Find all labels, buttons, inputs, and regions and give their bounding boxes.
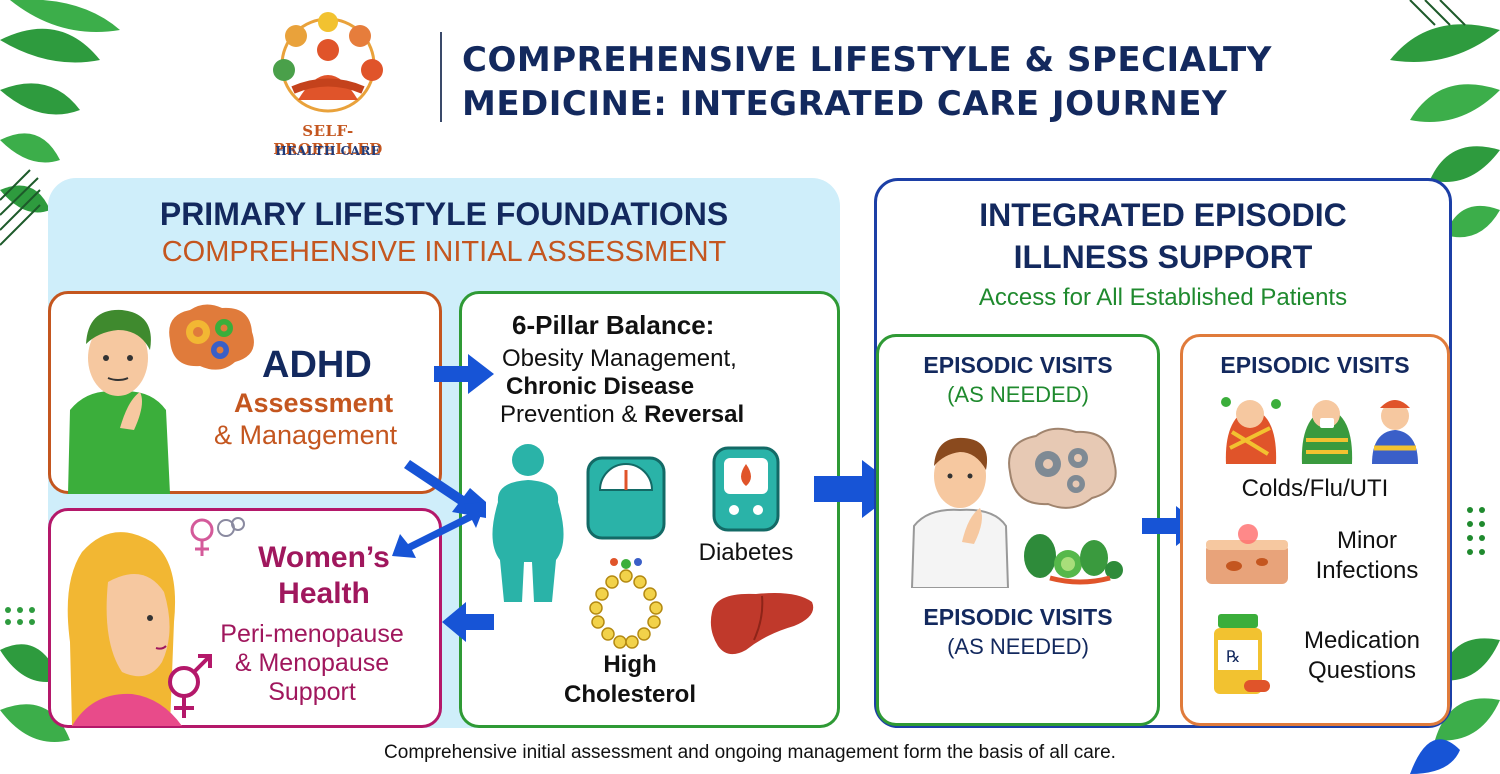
page-title-line2: MEDICINE: INTEGRATED CARE JOURNEY (462, 84, 1228, 124)
sick-person-icon (1221, 397, 1281, 464)
pill-bottle-icon: ℞ (1214, 614, 1270, 694)
arrow-pillars-to-womens (442, 602, 494, 642)
six-pillar-line3: Prevention & Reversal (500, 400, 744, 430)
male-female-symbol-icon (168, 654, 212, 718)
high-cholesterol-label: High Cholesterol (548, 650, 712, 710)
womens-health-title: Women’s Health (224, 540, 424, 612)
logo-icon (273, 12, 383, 113)
brain-icon (1008, 427, 1117, 509)
womens-health-line1: Peri-menopause (220, 620, 404, 648)
arrow-adhd-to-pillars (434, 354, 494, 394)
liver-icon (710, 593, 814, 655)
episodic-visits-title-2: EPISODIC VISITS (923, 604, 1113, 630)
body-silhouette-icon (492, 444, 564, 602)
diabetes-label: Diabetes (698, 539, 794, 566)
six-pillar-title: 6-Pillar Balance: (512, 310, 715, 340)
six-pillar-line1: Obesity Management, (502, 345, 737, 372)
sneezing-person-icon (1301, 400, 1353, 464)
episodic-support-heading-line1: INTEGRATED EPISODIC (979, 197, 1347, 233)
dots-decoration-right (1467, 507, 1485, 555)
vegetables-icon (1024, 534, 1123, 585)
episodic-support-heading: INTEGRATED EPISODIC ILLNESS SUPPORT (874, 194, 1452, 278)
episodic-visits-subtitle: (AS NEEDED) (947, 382, 1089, 407)
scale-icon (586, 456, 666, 540)
womens-health-line3: Support (268, 678, 356, 706)
brain-gears-icon (169, 304, 254, 370)
medication-questions-line2: Questions (1307, 657, 1417, 684)
adhd-line2: & Management (214, 420, 398, 450)
episodic-support-heading-line2: ILLNESS SUPPORT (1013, 239, 1313, 275)
man-thinking-icon (910, 437, 1010, 588)
woman-profile-icon (67, 532, 182, 726)
minor-infections-line1: Minor (1336, 527, 1397, 554)
bead-chain-icon (589, 558, 663, 649)
svg-text:℞: ℞ (1226, 647, 1240, 666)
arrow-double-diagonal (392, 460, 486, 558)
page-title: COMPREHENSIVE LIFESTYLE & SPECIALTY MEDI… (462, 38, 1362, 126)
womens-health-title-line2: Health (278, 577, 370, 610)
logo-text-secondary: HEALTH CARE (275, 144, 381, 158)
minor-infections-label: Minor Infections (1292, 526, 1442, 586)
episodic-support-subheading: Access for All Established Patients (978, 284, 1348, 311)
skin-infection-icon (1206, 524, 1288, 584)
footer-caption: Comprehensive initial assessment and ong… (384, 742, 1116, 763)
logo-text-primary: SELF-PROPELLED (273, 122, 383, 158)
six-pillar-line3-bold: Reversal (644, 401, 745, 428)
child-icon (1372, 400, 1418, 464)
womens-health-title-line1: Women’s (258, 541, 390, 574)
episodic-visits-subtitle-2: (AS NEEDED) (947, 634, 1089, 659)
glucometer-icon (712, 446, 780, 532)
episodic-visits-orange-title: EPISODIC VISITS (1220, 352, 1410, 378)
colds-flu-uti-label: Colds/Flu/UTI (1241, 475, 1389, 502)
six-pillar-line2: Chronic Disease (506, 373, 695, 400)
high-cholesterol-line1: High (603, 651, 657, 678)
primary-section-heading: PRIMARY LIFESTYLE FOUNDATIONS (159, 196, 729, 232)
primary-section-subheading: COMPREHENSIVE INITIAL ASSESSMENT (161, 236, 727, 268)
six-pillar-line3-regular: Prevention & (500, 401, 645, 428)
header-divider (440, 32, 442, 122)
adhd-line1: Assessment (234, 388, 394, 418)
adhd-title: ADHD (262, 344, 372, 386)
medication-questions-line1: Medication (1303, 627, 1421, 654)
minor-infections-line2: Infections (1315, 557, 1419, 584)
womens-health-line2: & Menopause (234, 649, 390, 677)
womens-health-description: Peri-menopause & Menopause Support (196, 620, 428, 707)
episodic-visits-title: EPISODIC VISITS (923, 352, 1113, 378)
thinking-man-icon (68, 309, 170, 494)
female-symbol-icon (190, 517, 245, 556)
high-cholesterol-line2: Cholesterol (563, 681, 697, 708)
medication-questions-label: Medication Questions (1282, 626, 1442, 686)
page-title-line1: COMPREHENSIVE LIFESTYLE & SPECIALTY (462, 40, 1272, 80)
